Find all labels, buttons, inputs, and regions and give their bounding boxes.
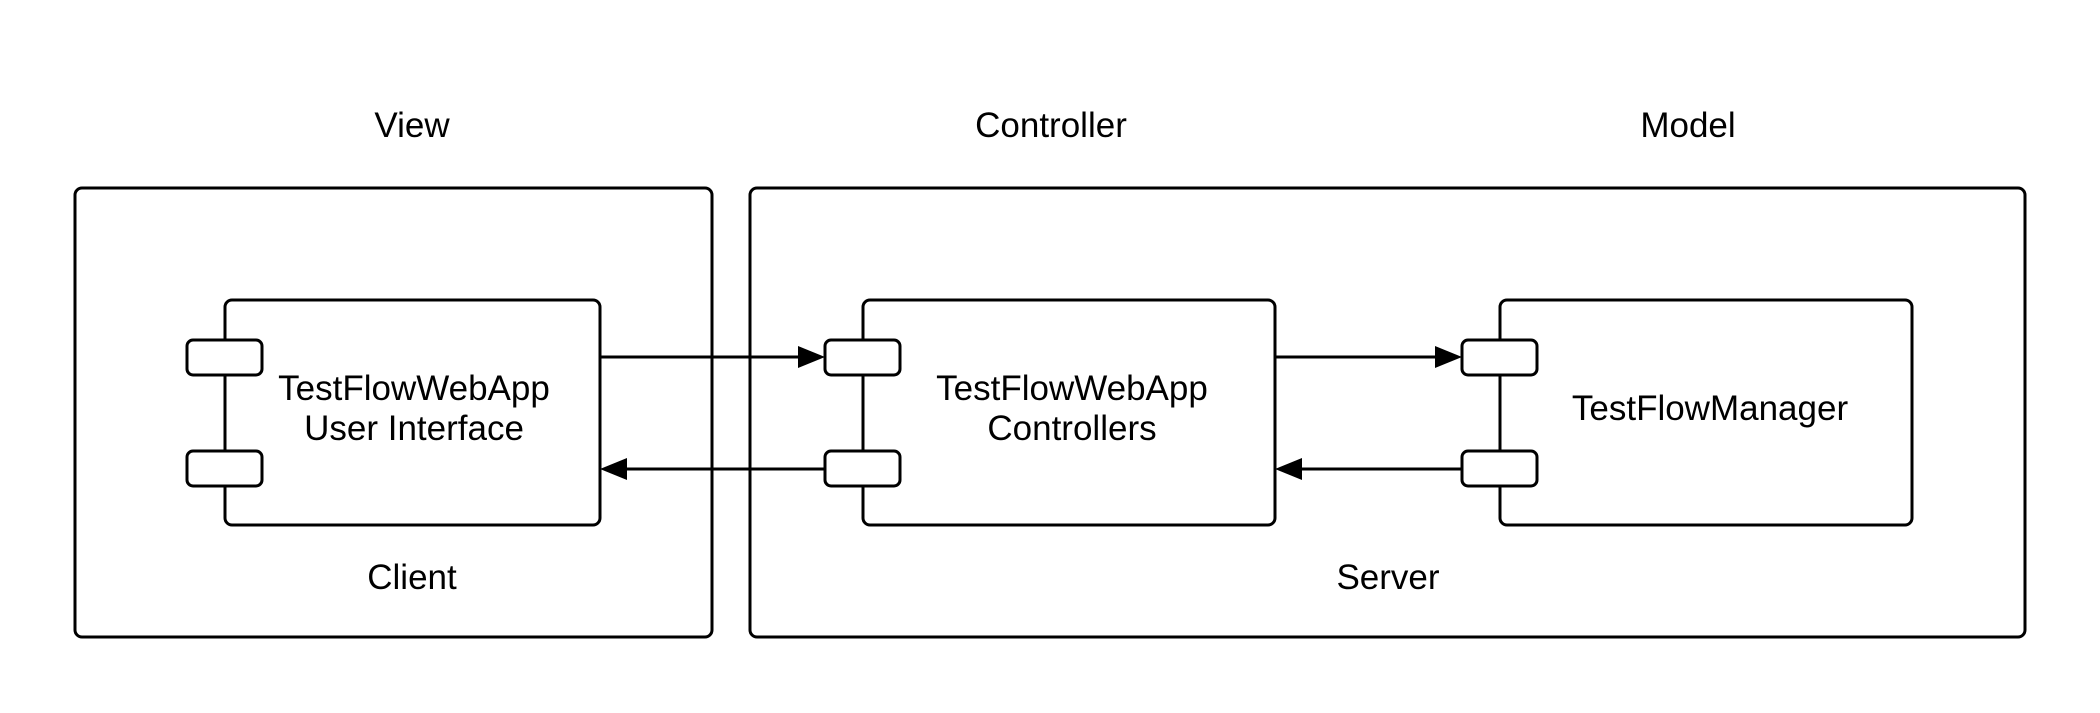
arrowhead-icon	[1435, 346, 1462, 368]
server-node-label: Server	[1336, 558, 1439, 597]
component-port-bottom	[185, 449, 264, 488]
component-port-bottom	[1460, 449, 1539, 488]
component-user-interface: TestFlowWebApp User Interface	[185, 298, 602, 527]
arrowhead-icon	[1275, 458, 1302, 480]
component-port-bottom	[823, 449, 902, 488]
component-port-top	[1460, 338, 1539, 377]
component-user-interface-box	[223, 298, 602, 527]
component-user-interface-subtitle: User Interface	[304, 409, 524, 448]
arrowhead-icon	[600, 458, 627, 480]
component-manager-box	[1498, 298, 1914, 527]
component-controllers-name: TestFlowWebApp	[936, 369, 1208, 408]
component-manager-name: TestFlowManager	[1572, 389, 1849, 428]
client-node: Client	[73, 186, 714, 639]
connector-manager-to-controllers	[1275, 458, 1462, 480]
component-controllers-subtitle: Controllers	[987, 409, 1156, 448]
connector-controllers-to-ui	[600, 458, 825, 480]
connector-controllers-to-manager	[1275, 346, 1462, 368]
component-port-top	[185, 338, 264, 377]
arrowhead-icon	[798, 346, 825, 368]
component-controllers-box	[861, 298, 1277, 527]
component-port-top	[823, 338, 902, 377]
client-node-label: Client	[367, 558, 457, 597]
component-controllers: TestFlowWebApp Controllers	[823, 298, 1277, 527]
client-node-frame	[73, 186, 714, 639]
layer-label-model: Model	[1640, 106, 1735, 145]
layer-label-view: View	[374, 106, 450, 145]
layer-label-controller: Controller	[975, 106, 1127, 145]
server-node-frame	[748, 186, 2027, 639]
component-user-interface-name: TestFlowWebApp	[278, 369, 550, 408]
component-manager: TestFlowManager	[1460, 298, 1914, 527]
connector-ui-to-controllers	[600, 346, 825, 368]
server-node: Server	[748, 186, 2027, 639]
